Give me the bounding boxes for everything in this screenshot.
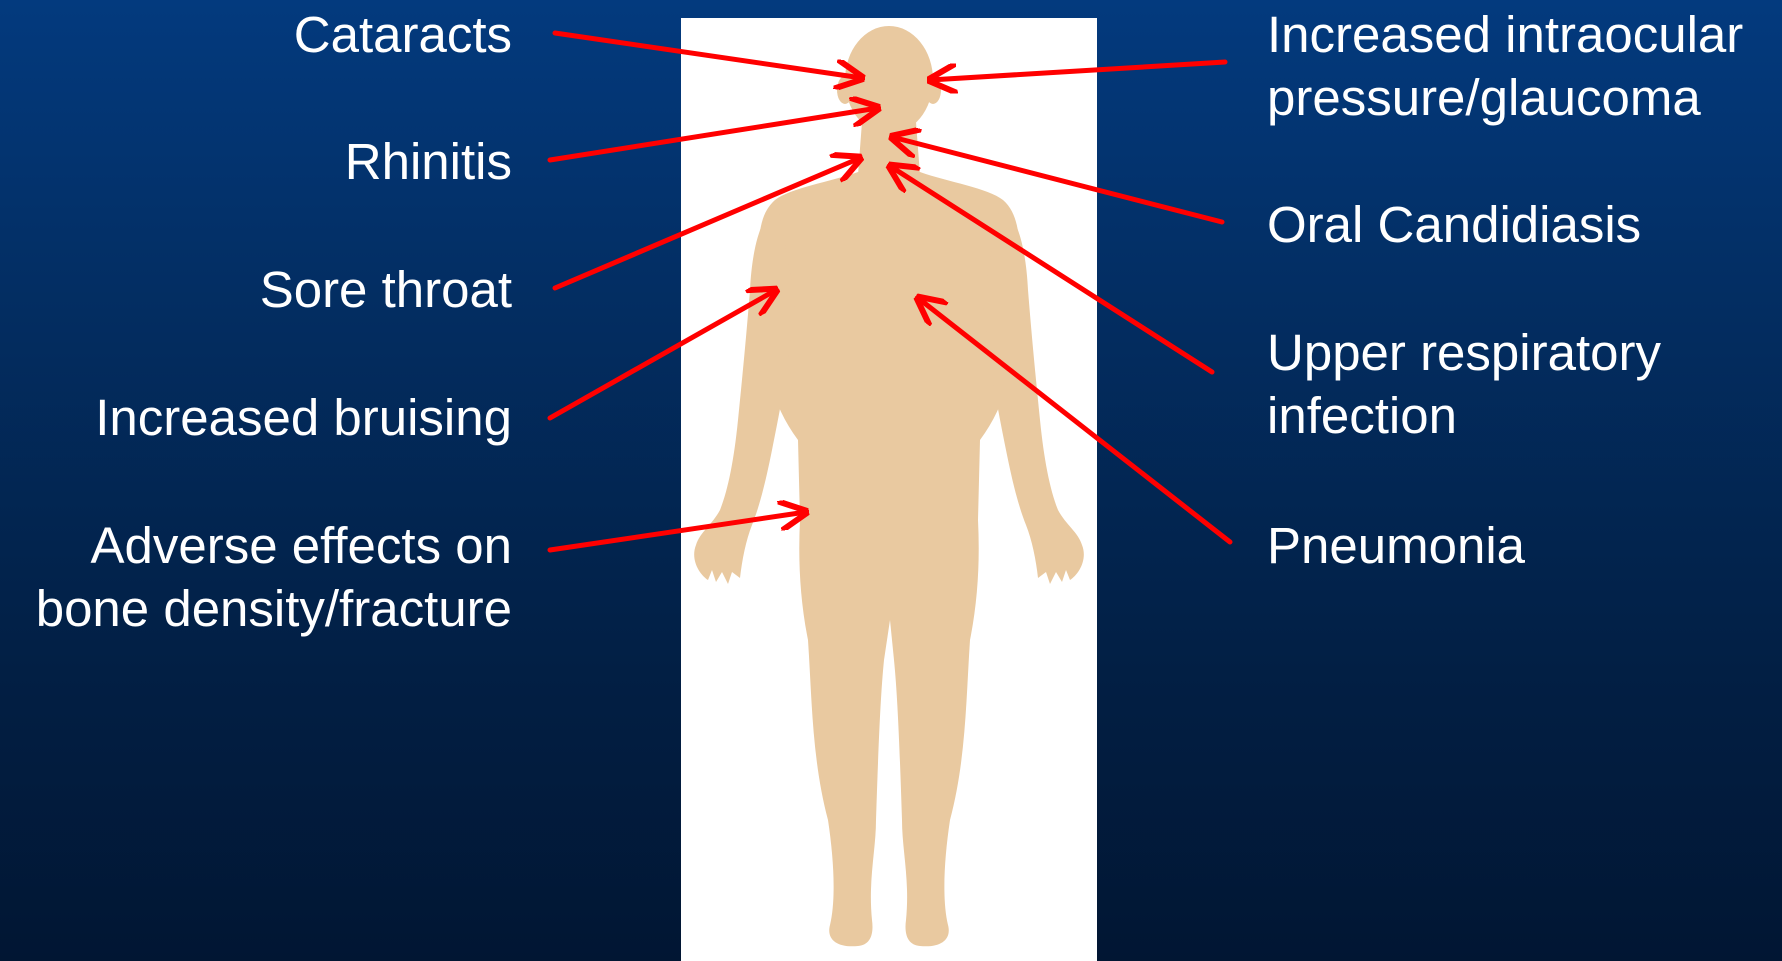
label-line: Rhinitis — [345, 130, 512, 193]
label-line: Pneumonia — [1267, 514, 1525, 577]
label-rhinitis: Rhinitis — [345, 130, 512, 193]
label-line: Cataracts — [294, 3, 512, 66]
label-upper-respiratory-infection: Upper respiratory infection — [1267, 321, 1661, 447]
label-sore-throat: Sore throat — [260, 258, 512, 321]
label-bone-density: Adverse effects on bone density/fracture — [36, 514, 512, 640]
label-glaucoma: Increased intraocular pressure/glaucoma — [1267, 3, 1743, 129]
arrow-cataracts — [555, 33, 862, 78]
label-increased-bruising: Increased bruising — [95, 386, 512, 449]
label-pneumonia: Pneumonia — [1267, 514, 1525, 577]
arrow-bone-density — [550, 512, 806, 550]
label-line: Adverse effects on — [36, 514, 512, 577]
label-line: pressure/glaucoma — [1267, 66, 1743, 129]
label-line: Increased bruising — [95, 386, 512, 449]
label-line: Sore throat — [260, 258, 512, 321]
label-line: Upper respiratory — [1267, 321, 1661, 384]
arrow-glaucoma — [930, 62, 1225, 80]
label-line: bone density/fracture — [36, 577, 512, 640]
label-line: infection — [1267, 384, 1661, 447]
label-line: Increased intraocular — [1267, 3, 1743, 66]
label-oral-candidiasis: Oral Candidiasis — [1267, 193, 1641, 256]
label-line: Oral Candidiasis — [1267, 193, 1641, 256]
label-cataracts: Cataracts — [294, 3, 512, 66]
arrow-rhinitis — [550, 108, 878, 160]
